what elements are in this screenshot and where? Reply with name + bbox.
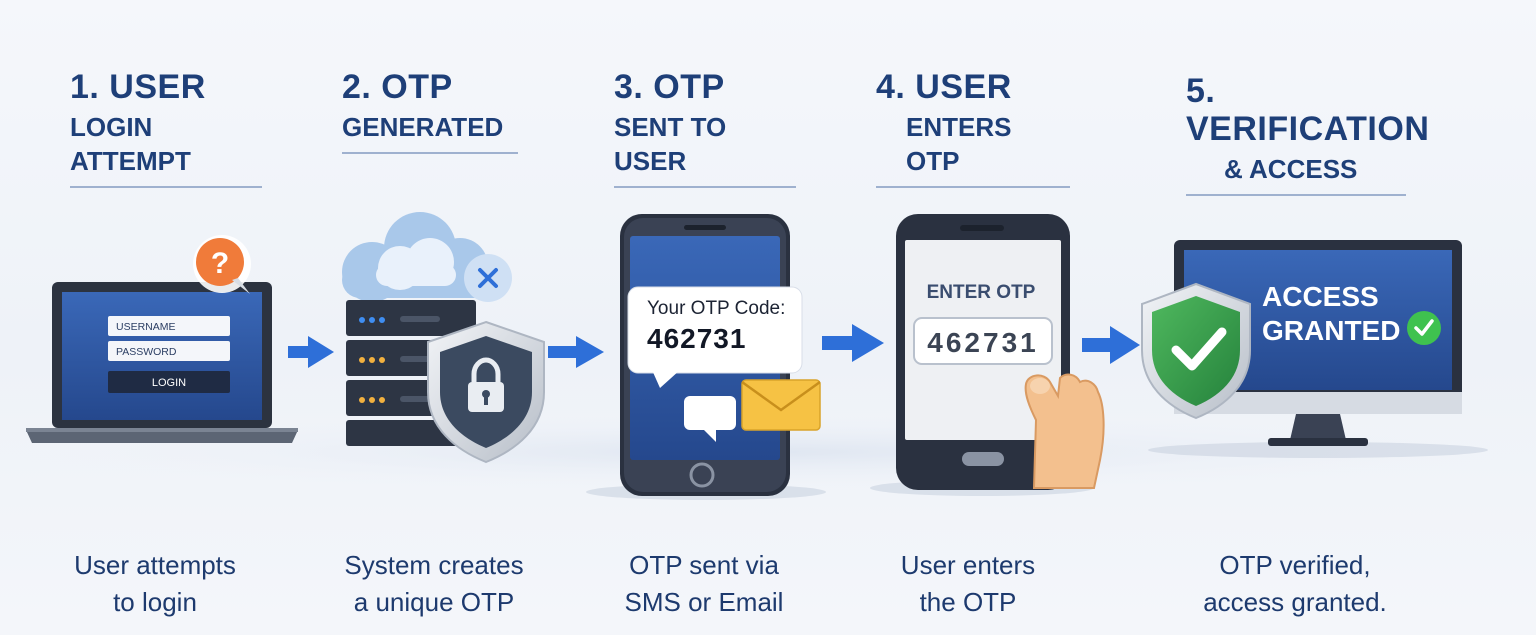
step-1-subtitle: LOGIN ATTEMPT [70, 112, 191, 176]
username-placeholder: USERNAME [116, 321, 176, 333]
login-button-label: LOGIN [152, 377, 186, 389]
step-4-caption-line2: the OTP [919, 587, 1017, 617]
step-1-caption-line1: User attempts [74, 550, 236, 580]
step-1-number: 1. USER [70, 68, 206, 106]
arrow-right-icon [822, 324, 884, 362]
username-field [108, 316, 230, 336]
sms-otp-code: 462731 [647, 323, 746, 354]
access-text-line2: GRANTED [1262, 315, 1400, 346]
shield-check-icon [1141, 282, 1251, 420]
cloud-server-shield-icon [342, 212, 545, 464]
step-1-title: 1. USER LOGIN ATTEMPT [70, 68, 262, 188]
step-3-caption-line1: OTP sent via [629, 550, 779, 580]
password-field [108, 341, 230, 361]
step-2-divider [342, 152, 518, 154]
chat-bubble-icon [684, 396, 736, 442]
step-5-number: 5. VERIFICATION [1186, 72, 1430, 148]
question-mark: ? [211, 247, 229, 280]
step-1-caption-line2: to login [113, 587, 197, 617]
step-2-caption-line2: a unique OTP [353, 587, 515, 617]
step-3-number: 3. OTP [614, 68, 725, 106]
otp-input-field [913, 317, 1053, 365]
monitor-shield-check-icon: ACCESS GRANTED [1141, 240, 1488, 458]
step-2-caption: System creates a unique OTP [326, 547, 542, 621]
arrow-right-icon [1082, 326, 1140, 364]
step-2-caption-line1: System creates [344, 550, 524, 580]
check-circle-icon [1407, 311, 1441, 345]
cloud-icon [342, 212, 492, 302]
smartphone-hand-icon: ENTER OTP 462731 [870, 214, 1105, 496]
step-5-caption-line1: OTP verified, [1219, 550, 1371, 580]
step-3-caption-line2: SMS or Email [624, 587, 784, 617]
smartphone-sms-icon: Your OTP Code: 462731 [586, 214, 826, 500]
step-1-caption: User attempts to login [50, 547, 260, 621]
close-icon [464, 254, 512, 302]
step-4-number: 4. USER [876, 68, 1012, 106]
step-4-subtitle: ENTERS OTP [906, 112, 1012, 176]
step-3-title: 3. OTP SENT TO USER [614, 68, 796, 188]
step-5-caption-line2: access granted. [1203, 587, 1387, 617]
access-text-line1: ACCESS [1262, 281, 1379, 312]
password-placeholder: PASSWORD [116, 346, 177, 358]
step-1-divider [70, 186, 262, 188]
otp-message-bubble: Your OTP Code: 462731 [627, 286, 803, 388]
step-5-title: 5. VERIFICATION & ACCESS [1186, 72, 1438, 196]
step-3-caption: OTP sent via SMS or Email [600, 547, 808, 621]
step-5-divider [1186, 194, 1406, 196]
arrow-right-icon [288, 336, 334, 368]
step-4-caption-line1: User enters [900, 550, 1036, 580]
step-2-subtitle: GENERATED [342, 112, 504, 142]
login-button [108, 371, 230, 393]
arrow-right-icon [548, 336, 604, 368]
laptop-login-icon: USERNAME PASSWORD LOGIN ? [26, 235, 298, 443]
step-4-title: 4. USER ENTERS OTP [876, 68, 1070, 188]
hand-icon [1024, 373, 1105, 489]
step-4-caption: User enters the OTP [870, 547, 1066, 621]
step-2-title: 2. OTP GENERATED [342, 68, 518, 154]
step-2-number: 2. OTP [342, 68, 453, 106]
enter-otp-prompt: ENTER OTP [927, 282, 1036, 303]
step-3-subtitle: SENT TO USER [614, 112, 727, 176]
shield-lock-icon [427, 320, 545, 464]
sms-otp-heading: Your OTP Code: [647, 298, 785, 319]
step-3-divider [614, 186, 796, 188]
question-bubble-icon: ? [193, 235, 251, 294]
envelope-icon [741, 379, 821, 431]
step-5-subtitle: & ACCESS [1224, 154, 1358, 184]
entered-otp-code: 462731 [927, 327, 1038, 358]
step-5-caption: OTP verified, access granted. [1180, 547, 1410, 621]
step-4-divider [876, 186, 1070, 188]
